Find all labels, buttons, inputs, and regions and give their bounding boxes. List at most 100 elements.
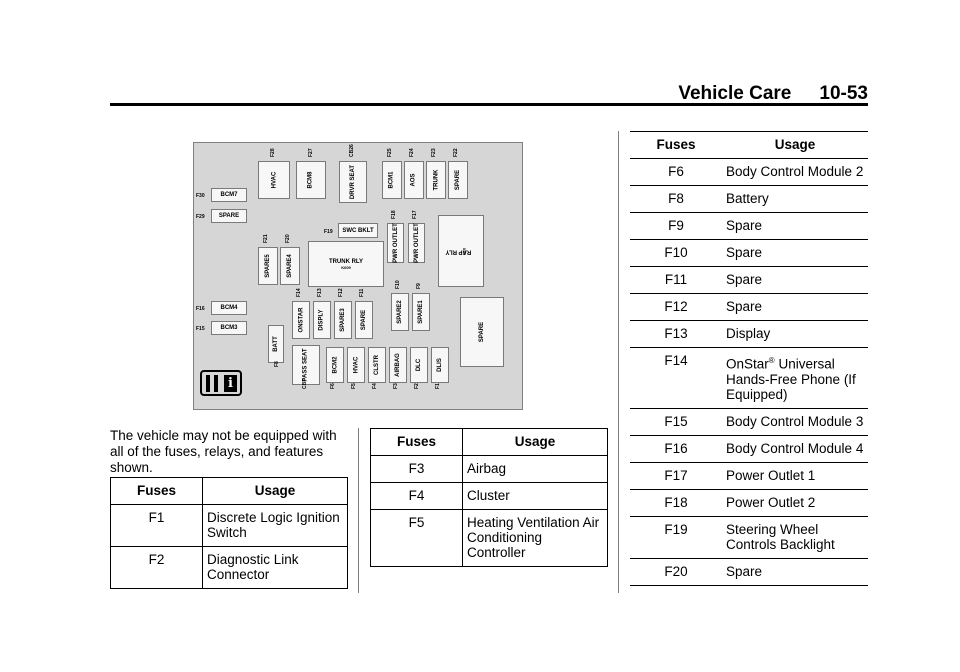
fuse-slot-label: BCM4 — [220, 305, 238, 311]
fuse-slot-label: TRUNK RLY — [328, 258, 364, 265]
fuse-slot-label: SPARE1 — [418, 300, 425, 324]
fuse-slot-spare3: SPARE3 — [334, 301, 352, 339]
fuse-number-label: F27 — [308, 148, 314, 157]
fuse-number-label: F4 — [372, 383, 378, 389]
fuse-slot-spare1: SPARE1 — [412, 293, 430, 331]
fuse-slot-label: DLIS — [436, 358, 443, 372]
fuse-slot-hvac-f28: HVAC — [258, 161, 290, 199]
fuse-slot-label: ONSTAR — [298, 307, 305, 333]
fuse-slot-label: SPARE — [218, 213, 240, 219]
owner-manual-info-icon: i — [200, 370, 242, 396]
fuse-slot-bcm1: BCM1 — [382, 161, 402, 199]
fuse-slot-spare-big: SPARE — [460, 297, 504, 367]
usage-cell: Steering Wheel Controls Backlight — [722, 515, 868, 559]
fuse-slot-label: SPARE2 — [397, 300, 404, 324]
usage-cell: Spare — [722, 239, 868, 267]
fuse-number-label: F22 — [453, 148, 459, 157]
usage-header: Usage — [462, 428, 608, 456]
fuse-cell: F18 — [630, 488, 722, 517]
fuse-slot-spare-f11: SPARE — [355, 301, 373, 339]
fuse-cell: F4 — [370, 482, 463, 510]
fuse-number-label: F9 — [416, 283, 422, 289]
fuse-slot-label: PWR OUTLET — [392, 223, 399, 263]
fuse-slot-label: PWR OUTLET — [413, 223, 420, 263]
fuse-cell: F3 — [370, 455, 463, 483]
fuse-number-label: F18 — [391, 210, 397, 219]
usage-cell: Discrete Logic Ignition Switch — [202, 504, 348, 547]
fuse-cell: F10 — [630, 239, 722, 267]
usage-cell: Cluster — [462, 482, 608, 510]
fuse-cell: F15 — [630, 407, 722, 436]
fuse-cell: F19 — [630, 515, 722, 559]
column-divider — [358, 428, 359, 593]
usage-cell: Airbag — [462, 455, 608, 483]
fuse-slot-dlc: DLC — [410, 347, 428, 383]
usage-cell: Heating Ventilation Air Conditioning Con… — [462, 509, 608, 567]
fuse-slot-label: DISPLY — [319, 309, 325, 331]
fuse-slot-bcm4: BCM4 — [211, 301, 247, 315]
fuse-slot-drvr-seat: DRVR SEAT — [339, 161, 367, 203]
fuses-header: Fuses — [370, 428, 463, 456]
page-header: Vehicle Care 10-53 — [678, 83, 868, 105]
fuse-slot-onstar: ONSTAR — [292, 301, 310, 339]
section-title: Vehicle Care — [678, 83, 792, 104]
fuse-slot-dlis: DLIS — [431, 347, 449, 383]
fuses-header: Fuses — [630, 131, 722, 159]
fuse-number-label: F1 — [435, 383, 441, 389]
fuse-slot-label: SPARE — [361, 309, 368, 331]
usage-cell: Body Control Module 2 — [722, 158, 868, 186]
fuse-slot-pass-seat: PASS SEAT — [292, 345, 320, 385]
fuse-slot-swc-bklt: SWC BKLT — [338, 223, 378, 238]
fuse-slot-spare4: SPARE4 — [280, 247, 300, 285]
fuse-slot-label: BCM8 — [307, 171, 314, 189]
fuse-slot-spare-f29: SPARE — [211, 209, 247, 223]
fuse-number-label: F5 — [351, 383, 357, 389]
fuse-number-label: F8 — [274, 361, 280, 367]
fuse-slot-pwr-outlet-f17: PWR OUTLET — [408, 223, 425, 263]
fuse-slot-label: TRUNK — [433, 169, 439, 191]
fuse-cell: F1 — [110, 504, 203, 547]
fuse-number-label: CB7 — [302, 378, 308, 389]
fuse-cell: F17 — [630, 461, 722, 490]
fuse-slot-pwr-outlet-f18: PWR OUTLET — [387, 223, 404, 263]
fuse-cell: F20 — [630, 557, 722, 586]
page-number: 10-53 — [819, 83, 868, 104]
usage-header: Usage — [722, 131, 868, 159]
fuse-number-label: F2 — [414, 383, 420, 389]
fuse-slot-label: HVAC — [271, 171, 277, 189]
fuse-slot-label: BCM3 — [220, 325, 238, 331]
fuse-slot-label: AOS — [410, 173, 417, 187]
fuse-slot-bcm2: BCM2 — [326, 347, 344, 383]
fuse-slot-trunk: TRUNK — [426, 161, 446, 199]
fuse-number-label: F10 — [395, 280, 401, 289]
fuse-slot-label: HVAC — [353, 356, 359, 374]
usage-cell: Spare — [722, 293, 868, 321]
usage-cell: OnStar® Universal Hands-Free Phone (If E… — [722, 347, 868, 409]
fuse-number-label: F28 — [270, 148, 276, 157]
fuse-cell: F8 — [630, 185, 722, 213]
fuse-slot-label: RAP RLY — [445, 248, 472, 254]
fuse-slot-disply: DISPLY — [313, 301, 331, 339]
fuse-slot-label: BATT — [273, 336, 279, 352]
usage-cell: Body Control Module 3 — [722, 407, 868, 436]
usage-cell: Spare — [722, 557, 868, 586]
fuse-slot-label: PASS SEAT — [303, 348, 309, 382]
